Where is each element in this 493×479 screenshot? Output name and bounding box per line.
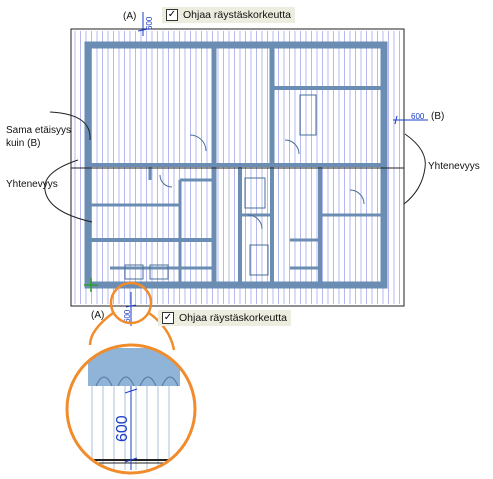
dimension-bottom-text: 600 [123, 309, 132, 323]
zoom-connector-left [88, 311, 114, 346]
eave-checkbox-top[interactable]: ✓ [166, 9, 178, 21]
eave-label-top: Ohjaa räystäskorkeutta [183, 9, 291, 21]
highlight-circle-large [65, 343, 197, 475]
building-walls [84, 41, 388, 289]
dimension-bottom [125, 292, 137, 326]
alignment-brace-left [44, 159, 93, 223]
callout-alignment-right: Yhtenevyys [428, 161, 480, 172]
dimension-top [137, 12, 149, 36]
same-distance-brace [49, 111, 91, 141]
callout-a-top: (A) [123, 11, 137, 22]
dimension-top-text: 600 [145, 16, 154, 30]
callout-same-distance: Sama etäisyys kuin (B) [6, 125, 72, 149]
eave-checkbox-bottom[interactable]: ✓ [162, 312, 174, 324]
origin-marker [84, 278, 98, 292]
eave-control-top[interactable]: ✓ Ohjaa räystäskorkeutta [162, 7, 295, 23]
dimension-right-text: 600 [411, 112, 425, 121]
dimension-right [393, 115, 428, 125]
eave-label-bottom: Ohjaa räystäskorkeutta [179, 312, 287, 324]
eave-control-bottom[interactable]: ✓ Ohjaa räystäskorkeutta [158, 310, 291, 326]
door-swings [124, 94, 365, 280]
callout-a-bottom: (A) [91, 310, 105, 321]
zoom-dimension-text: 600 [114, 415, 131, 442]
callout-b-right: (B) [431, 111, 445, 122]
callout-alignment-left: Yhtenevyys [6, 179, 58, 190]
zoom-connector-right [148, 311, 176, 351]
alignment-brace-right [403, 133, 426, 205]
zoom-inset [67, 345, 195, 473]
highlight-circle-small [109, 281, 153, 325]
